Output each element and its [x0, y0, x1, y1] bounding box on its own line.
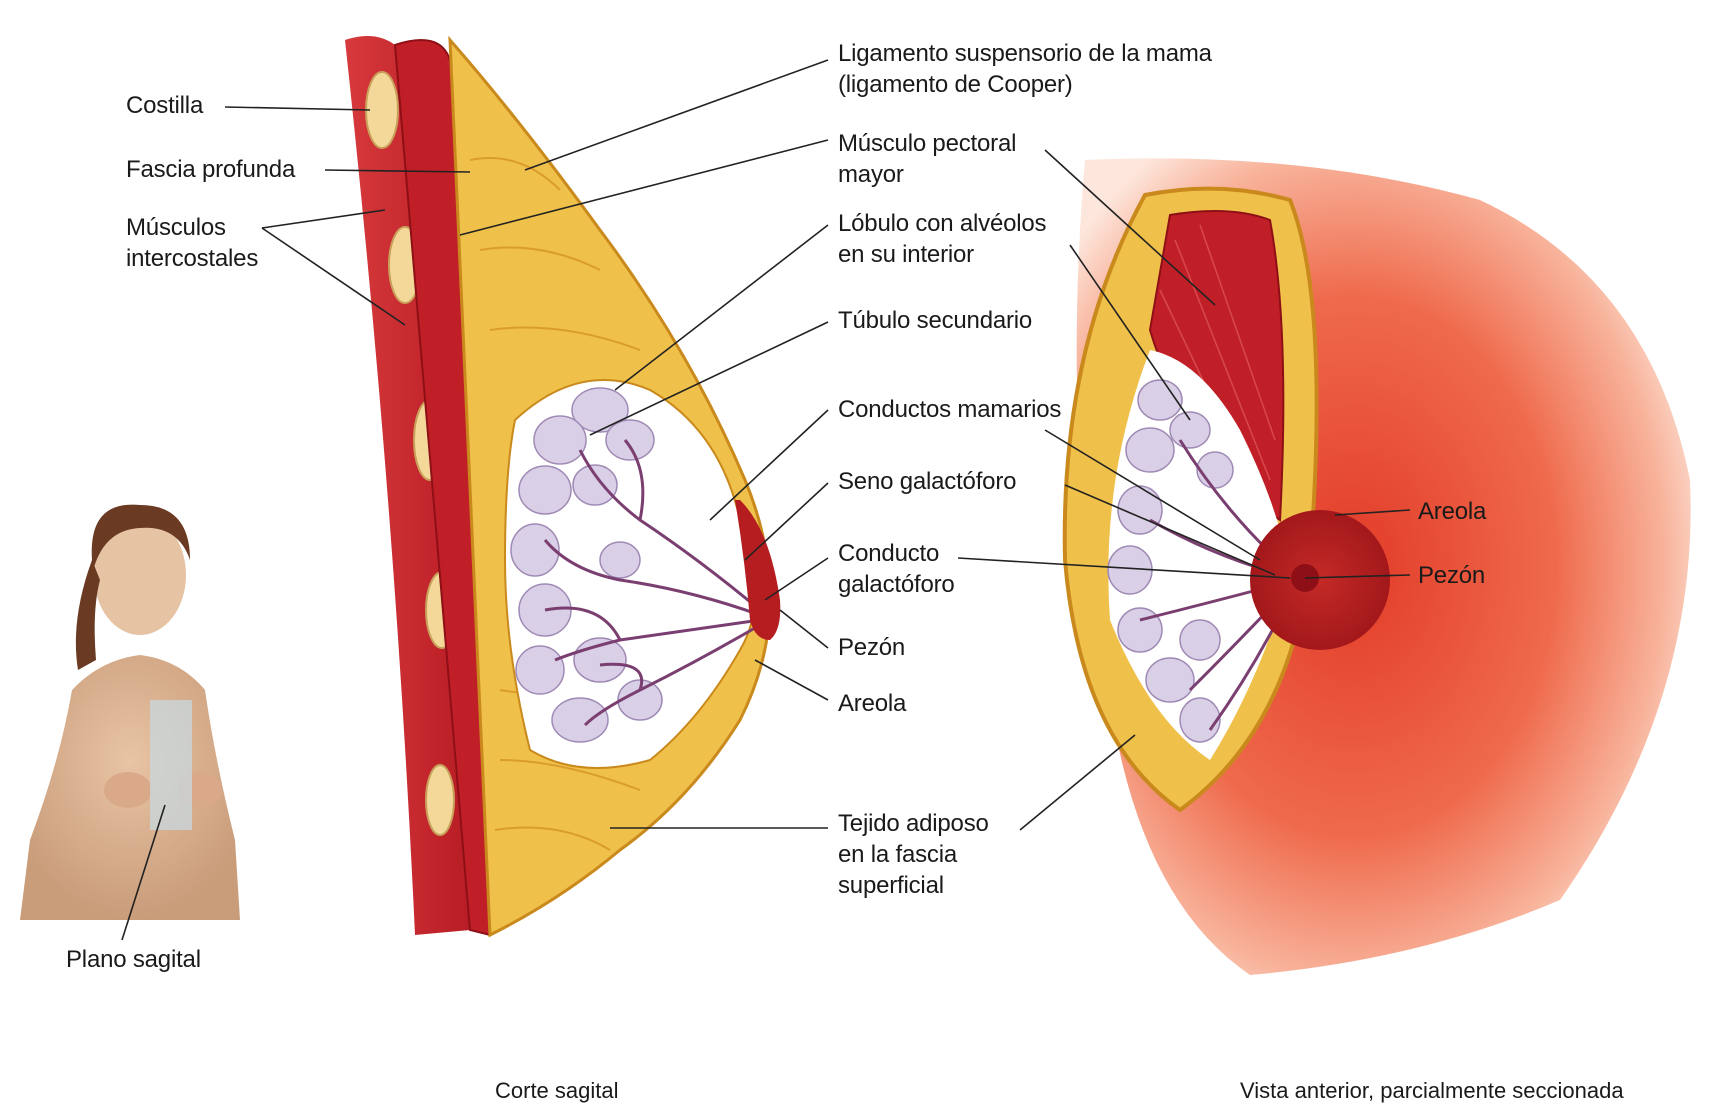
- caption-corte-sagital: Corte sagital: [495, 1078, 619, 1104]
- anterior-view: [1065, 158, 1691, 975]
- sagittal-plane-icon: [150, 700, 192, 830]
- label-seno-galactoforo: Seno galactóforo: [838, 466, 1016, 497]
- label-conducto-galactoforo: Conducto galactóforo: [838, 538, 955, 600]
- label-ligamento-cooper: Ligamento suspensorio de la mama (ligame…: [838, 38, 1212, 100]
- caption-vista-anterior: Vista anterior, parcialmente seccionada: [1240, 1078, 1624, 1104]
- label-fascia-profunda: Fascia profunda: [126, 154, 295, 185]
- label-areola-sagital: Areola: [838, 688, 906, 719]
- label-tejido-adiposo: Tejido adiposo en la fascia superficial: [838, 808, 989, 901]
- label-pezon-sagital: Pezón: [838, 632, 905, 663]
- label-lobulo: Lóbulo con alvéolos en su interior: [838, 208, 1046, 270]
- label-areola-anterior: Areola: [1418, 496, 1486, 527]
- areola-anterior: [1250, 510, 1390, 650]
- label-conductos-mamarios: Conductos mamarios: [838, 394, 1061, 425]
- label-musculos-intercostales: Músculos intercostales: [126, 212, 258, 274]
- label-pezon-anterior: Pezón: [1418, 560, 1485, 591]
- label-plano-sagital: Plano sagital: [66, 944, 201, 975]
- label-tubulo-secundario: Túbulo secundario: [838, 305, 1032, 336]
- label-musculo-pectoral: Músculo pectoral mayor: [838, 128, 1016, 190]
- label-costilla: Costilla: [126, 90, 203, 121]
- woman-figure: [20, 505, 240, 940]
